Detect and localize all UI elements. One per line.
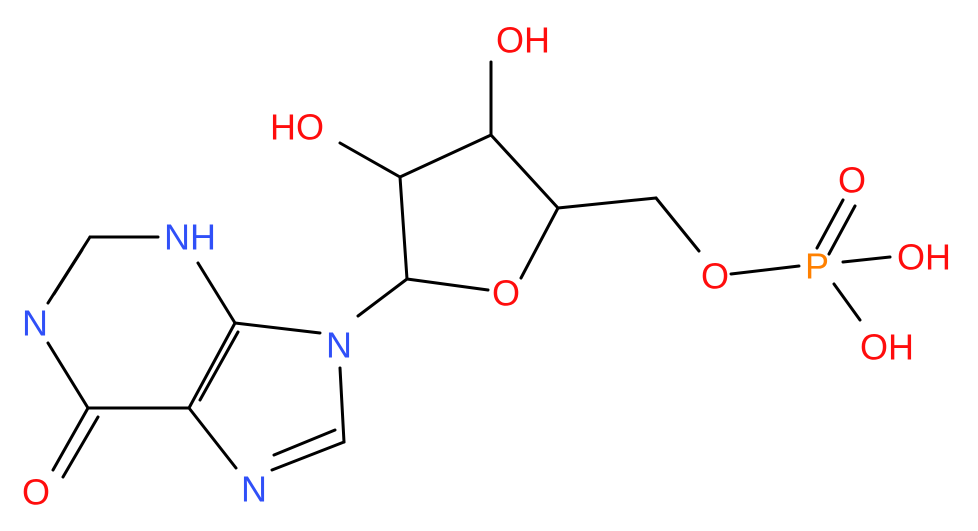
bond-p-oh1 xyxy=(841,255,892,264)
bond-c5-c4 xyxy=(187,321,237,410)
bonds xyxy=(46,60,892,479)
atom-n7: N xyxy=(241,469,267,510)
bond-n7-c5 xyxy=(187,406,238,470)
bond-c2-n1-double xyxy=(52,248,84,296)
atom-labels: OH HO NH N N N O O O P O OH OH xyxy=(22,20,951,513)
bond-n3-c4 xyxy=(196,261,237,325)
bond-c1prime-c2prime xyxy=(398,175,409,281)
bond-c5-c4-double xyxy=(198,330,240,402)
bond-c8-n7 xyxy=(270,440,346,472)
atom-oh-c3prime: OH xyxy=(496,20,550,61)
bond-c8-n7-double xyxy=(272,428,337,457)
atom-n9: N xyxy=(326,325,352,366)
bond-p-oh2 xyxy=(832,282,862,322)
atom-oh-p2: OH xyxy=(860,327,914,368)
atom-oh-p1: OH xyxy=(897,237,951,278)
atom-p: P xyxy=(805,246,829,287)
atom-ho-c2prime: HO xyxy=(270,107,324,148)
bond-c2prime-oh xyxy=(338,141,402,179)
bond-c3prime-c4prime xyxy=(489,133,560,210)
bond-p-o-double-2 xyxy=(827,204,857,256)
atom-o-ester: O xyxy=(701,256,729,297)
atom-o-ring: O xyxy=(492,273,520,314)
bond-c4-n9 xyxy=(233,321,322,335)
bond-c5prime-o xyxy=(654,196,701,253)
bond-c6-o-double xyxy=(61,415,100,479)
atom-o-double: O xyxy=(838,160,866,201)
bond-c4prime-c5prime xyxy=(556,196,658,210)
atom-nh: NH xyxy=(164,217,216,258)
atom-n1: N xyxy=(22,303,48,344)
atom-o-carbonyl: O xyxy=(22,472,50,513)
bond-c2prime-c3prime xyxy=(398,133,493,179)
bond-p-o-double xyxy=(815,198,845,250)
bond-n9-c1prime xyxy=(356,277,409,318)
bond-o-p xyxy=(729,264,801,276)
bond-c6-o xyxy=(51,406,90,472)
bond-oring-c1prime xyxy=(405,277,490,292)
bond-n9-c8 xyxy=(338,366,346,444)
bond-c4prime-oring xyxy=(519,206,560,280)
bond-n1-c6 xyxy=(46,341,90,410)
